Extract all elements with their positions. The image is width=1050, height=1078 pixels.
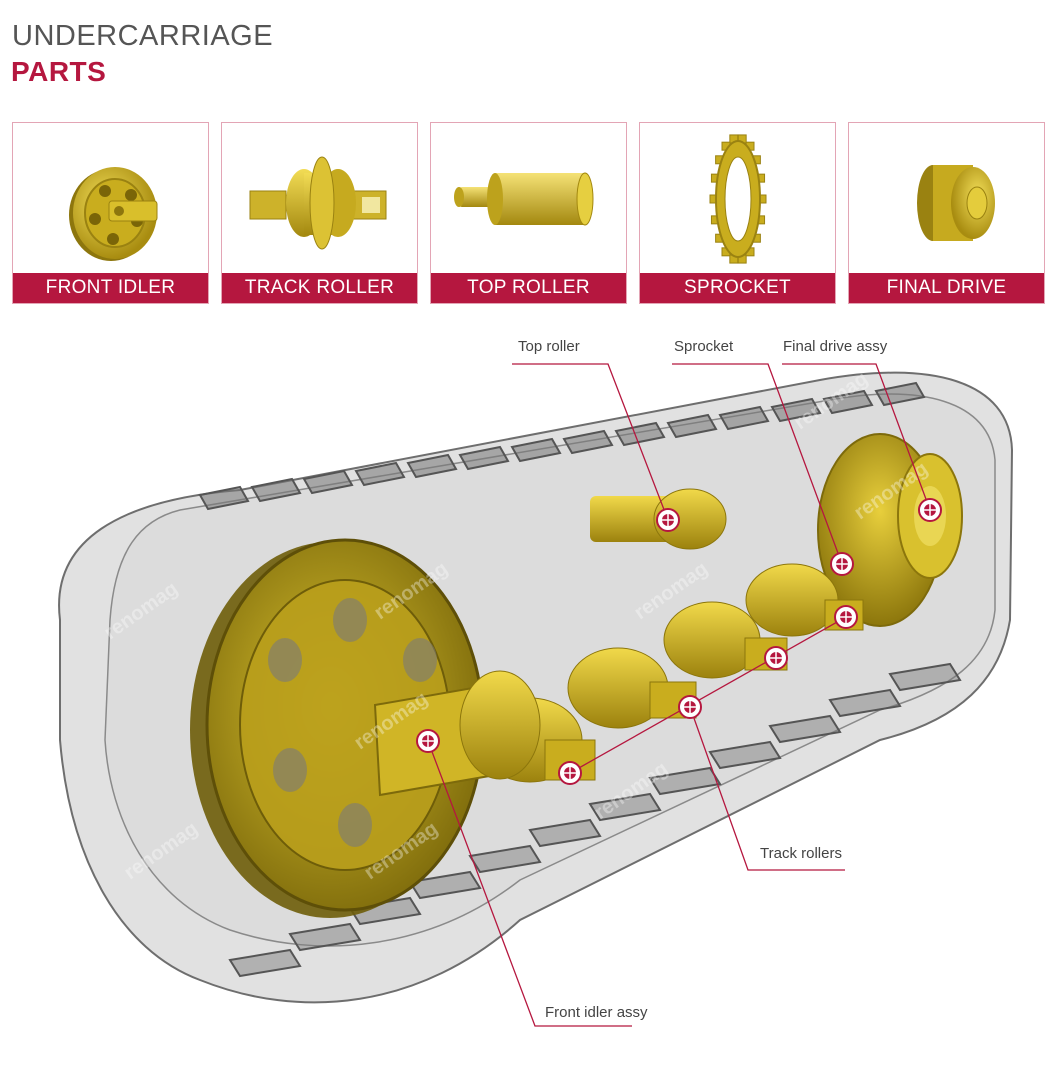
card-track-roller[interactable]: TRACK ROLLER — [221, 122, 418, 304]
target-marker-icon — [918, 498, 942, 522]
track-grouser — [888, 662, 962, 692]
leader-lines — [427, 363, 931, 1027]
card-label: SPROCKET — [640, 273, 835, 303]
track-grouser — [708, 740, 782, 770]
track-grouser — [302, 469, 354, 495]
track-grouser — [822, 389, 874, 415]
page-title-light: UNDERCARRIAGE — [12, 20, 274, 52]
callout-front-idler: Front idler assy — [545, 1004, 648, 1021]
track-grouser — [648, 766, 722, 796]
track-grouser — [468, 844, 542, 874]
track-grouser — [510, 437, 562, 463]
track-grouser — [288, 922, 362, 952]
track-grouser — [198, 485, 250, 511]
sprocket-icon — [709, 134, 767, 264]
card-label: FRONT IDLER — [13, 273, 208, 303]
card-label: FINAL DRIVE — [849, 273, 1044, 303]
parts-cards: FRONT IDLER TRACK ROLLER — [12, 122, 1048, 306]
track-grouser — [408, 870, 482, 900]
target-marker-icon — [416, 729, 440, 753]
track-grouser — [718, 405, 770, 431]
track-grouser — [354, 461, 406, 487]
callout-sprocket: Sprocket — [674, 338, 734, 355]
front-idler-assy — [190, 538, 541, 918]
target-marker-icon — [830, 552, 854, 576]
track-grouser — [406, 453, 458, 479]
page-title-bold: PARTS — [11, 56, 107, 87]
target-marker-icon — [834, 605, 858, 629]
track-grouser — [562, 429, 614, 455]
target-marker-icon — [764, 646, 788, 670]
callout-top-roller: Top roller — [518, 338, 580, 355]
track-grouser — [458, 445, 510, 471]
track-grouser — [588, 792, 662, 822]
track-grouser — [666, 413, 718, 439]
track-grouser — [528, 818, 602, 848]
track-grouser — [228, 948, 302, 978]
top-roller-icon — [454, 172, 594, 226]
watermark-text: renomag — [350, 398, 432, 464]
card-label: TOP ROLLER — [431, 273, 626, 303]
track-grouser — [874, 381, 926, 407]
card-top-roller[interactable]: TOP ROLLER — [430, 122, 627, 304]
card-final-drive[interactable]: FINAL DRIVE — [848, 122, 1045, 304]
target-marker-icon — [678, 695, 702, 719]
callout-track-rollers: Track rollers — [760, 845, 842, 862]
final-drive-icon — [917, 165, 995, 241]
track-grouser — [768, 714, 842, 744]
track-grouser — [250, 477, 302, 503]
callout-final-drive: Final drive assy — [783, 338, 888, 355]
track-grouser — [828, 688, 902, 718]
track-roller-icon — [249, 156, 387, 250]
card-front-idler[interactable]: FRONT IDLER — [12, 122, 209, 304]
target-marker-icon — [558, 761, 582, 785]
target-marker-icon — [656, 508, 680, 532]
track-grouser — [770, 397, 822, 423]
front-idler-icon — [69, 167, 158, 261]
card-sprocket[interactable]: SPROCKET — [639, 122, 836, 304]
card-label: TRACK ROLLER — [222, 273, 417, 303]
track-grouser — [614, 421, 666, 447]
